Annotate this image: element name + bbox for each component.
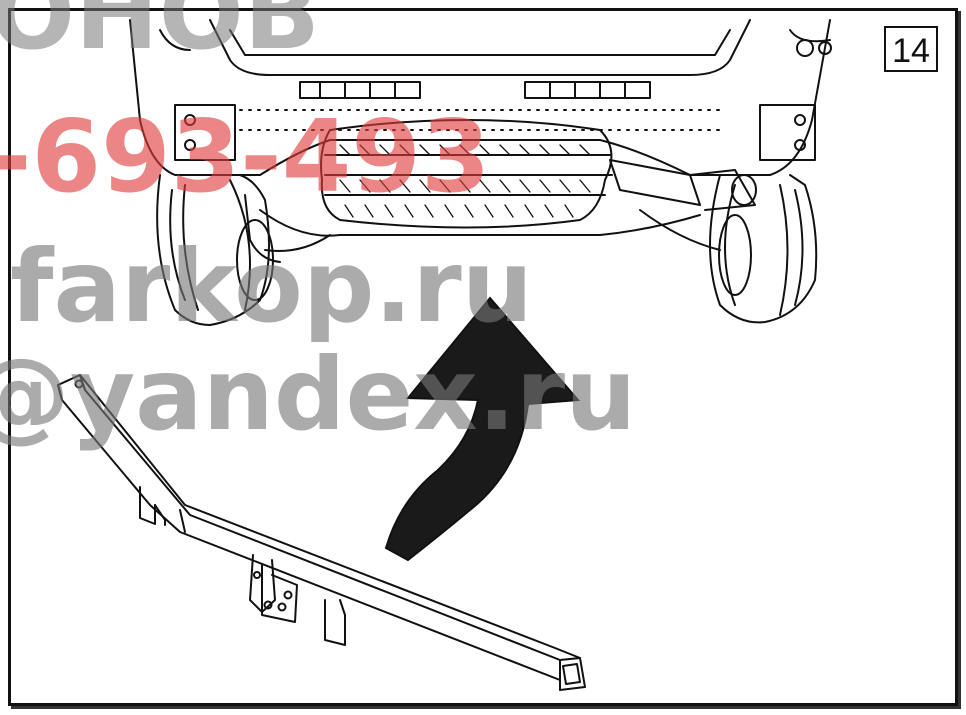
curved-arrow-icon	[384, 296, 581, 562]
car-rear-underside	[129, 19, 832, 176]
tow-bar-crossmember	[57, 374, 586, 691]
diagram-frame	[8, 8, 958, 706]
rear-axle	[244, 194, 721, 263]
spare-tire	[320, 119, 613, 229]
exhaust-pipe	[609, 159, 757, 211]
right-wheel	[709, 174, 818, 324]
step-number-badge: 14	[884, 26, 938, 72]
